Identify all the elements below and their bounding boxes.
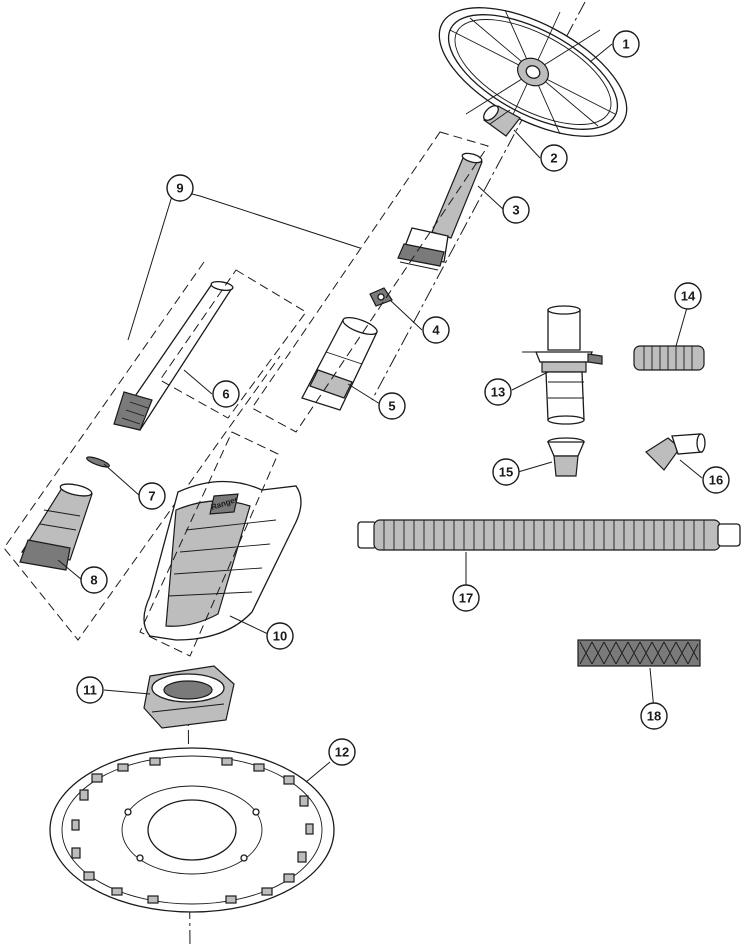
callout-1: 1 [612,30,640,58]
part-11-collar [143,665,235,729]
callout-8: 8 [80,566,108,594]
part-8-nozzle [19,483,93,571]
svg-text:11: 11 [83,683,97,698]
svg-text:6: 6 [222,387,229,402]
svg-text:4: 4 [432,323,440,338]
svg-text:7: 7 [148,489,155,504]
part-2-bushing [483,105,521,137]
part-10-housing: Ranger [143,480,302,641]
svg-text:16: 16 [709,473,723,488]
group-9-bracket-lower [3,261,281,641]
svg-text:14: 14 [681,289,696,304]
callout-6: 6 [212,380,240,408]
callout-3: 3 [502,196,530,224]
callout-13: 13 [484,378,512,406]
callout-15: 15 [492,458,520,486]
callout-17: 17 [452,584,480,612]
part-3-upper-tube [397,152,483,271]
callout-2: 2 [540,144,568,172]
part-7-o-ring [86,456,110,468]
svg-text:18: 18 [647,709,661,724]
part-10-bracket [139,431,279,657]
part-6-long-tube [113,280,234,431]
svg-text:5: 5 [388,399,395,414]
svg-text:17: 17 [459,591,473,606]
callout-7: 7 [138,482,166,510]
disc-slots [71,757,314,904]
svg-text:2: 2 [550,151,557,166]
callout-12: 12 [328,738,356,766]
svg-text:12: 12 [335,745,349,760]
svg-text:13: 13 [491,385,505,400]
svg-text:10: 10 [273,629,287,644]
part-4-clip [369,287,393,307]
part-14-short-hose [633,345,705,371]
svg-text:3: 3 [512,203,519,218]
callout-18: 18 [640,702,668,730]
svg-text:8: 8 [90,573,97,588]
part-17-long-hose [357,519,741,551]
leader-lines [57,43,703,783]
callout-11: 11 [76,676,104,704]
callout-9: 9 [166,174,194,202]
svg-text:1: 1 [622,37,629,52]
part-16-elbow [645,433,706,471]
part-12-base-disc [49,747,335,913]
callout-5: 5 [378,392,406,420]
callout-10: 10 [266,622,294,650]
svg-text:9: 9 [176,181,183,196]
callout-4: 4 [422,316,450,344]
group-9-bracket-upper [251,131,489,433]
part-1-bumper-wheel [438,7,628,137]
part-15-cone-adapter [547,437,585,477]
callout-14: 14 [674,282,702,310]
callout-16: 16 [702,466,730,494]
part-18-mesh-filter [577,639,701,667]
part-6-bracket [159,269,307,419]
svg-text:15: 15 [499,465,513,480]
part-13-weir-valve [522,305,603,425]
